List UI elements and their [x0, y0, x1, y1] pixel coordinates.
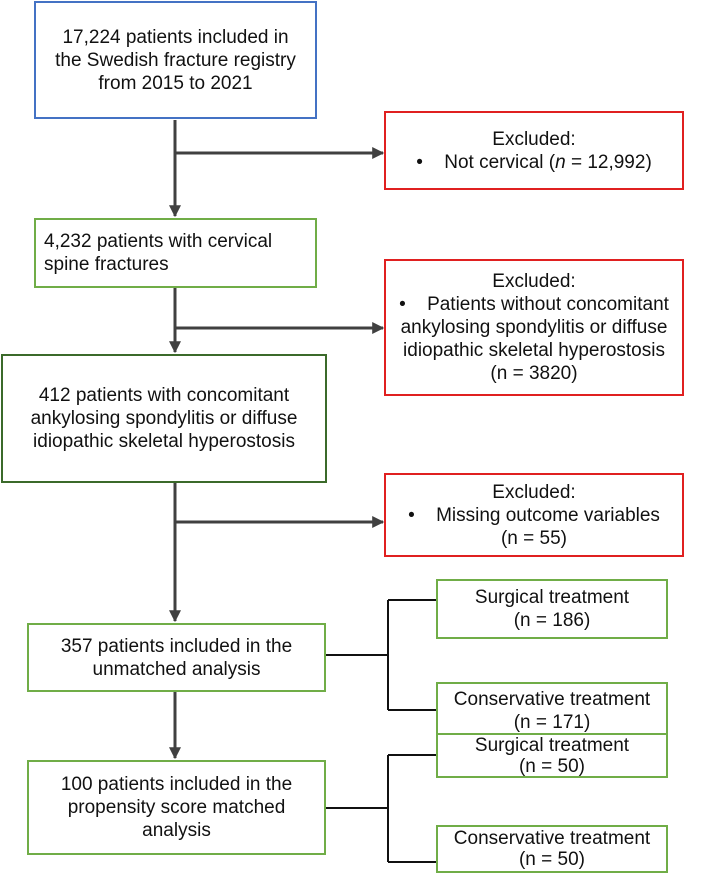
cervical-fractures-box: 4,232 patients with cervical spine fract… [34, 218, 317, 288]
conservative-treatment-unmatched-box: Conservative treatment (n = 171) [436, 682, 668, 740]
excluded-2-line-1: Patients without concomitant [427, 294, 669, 315]
excluded-1-title: Excluded: [492, 128, 576, 150]
excluded-missing-outcome-box: Excluded: • Missing outcome variables (n… [384, 473, 684, 557]
registry-box: 17,224 patients included in the Swedish … [34, 1, 317, 119]
matched-analysis-box: 100 patients included in the propensity … [27, 760, 326, 855]
excluded-2-line-3: idiopathic skeletal hyperostosis [403, 340, 665, 361]
concomitant-line-3: idiopathic skeletal hyperostosis [33, 431, 295, 452]
conservative-2-label: Conservative treatment [453, 828, 651, 849]
surgical-2-count: (n = 50) [518, 755, 585, 777]
excluded-2-bullet-item: • Patients without concomitant [399, 293, 669, 316]
concomitant-line-1: 412 patients with concomitant [38, 385, 290, 406]
cervical-line-2: spine fractures [44, 254, 169, 275]
surgical-treatment-matched-box: Surgical treatment (n = 50) [436, 733, 668, 778]
excluded-1-text-pre: Not cervical ( [444, 151, 556, 173]
excluded-no-as-dish-box: Excluded: • Patients without concomitant… [384, 259, 684, 396]
excluded-3-bullet-item: • Missing outcome variables [408, 504, 660, 527]
registry-line-2: the Swedish fracture registry [55, 49, 296, 71]
excluded-1-n-var: n [555, 151, 566, 173]
conservative-1-label: Conservative treatment [453, 689, 651, 710]
excluded-1-bullet-item: • Not cervical (n = 12,992) [416, 151, 652, 174]
registry-line-3: from 2015 to 2021 [98, 72, 253, 94]
matched-line-1: 100 patients included in the [60, 774, 293, 795]
surgical-1-label: Surgical treatment [474, 587, 630, 608]
surgical-2-label: Surgical treatment [474, 734, 630, 756]
excluded-3-title: Excluded: [492, 481, 576, 503]
excluded-2-title: Excluded: [492, 271, 576, 292]
unmatched-analysis-box: 357 patients included in the unmatched a… [27, 623, 326, 692]
cervical-line-1: 4,232 patients with cervical [44, 231, 273, 252]
matched-line-2: propensity score matched [67, 797, 286, 818]
bullet-1: • [416, 151, 423, 173]
surgical-1-count: (n = 186) [513, 610, 591, 631]
bullet-2: • [399, 294, 406, 315]
conservative-2-count: (n = 50) [518, 849, 585, 870]
conservative-1-count: (n = 171) [513, 712, 591, 733]
matched-line-3: analysis [142, 820, 211, 841]
excluded-2-line-2: ankylosing spondylitis or diffuse [400, 317, 668, 338]
excluded-2-count: (n = 3820) [490, 363, 578, 384]
concomitant-line-2: ankylosing spondylitis or diffuse [30, 408, 298, 429]
excluded-not-cervical-box: Excluded: • Not cervical (n = 12,992) [384, 111, 684, 190]
unmatched-line-1: 357 patients included in the [60, 635, 293, 657]
registry-line-1: 17,224 patients included in [62, 26, 289, 48]
bullet-3: • [408, 504, 415, 526]
surgical-treatment-unmatched-box: Surgical treatment (n = 186) [436, 579, 668, 639]
unmatched-line-2: unmatched analysis [92, 658, 261, 680]
excluded-3-text: Missing outcome variables [436, 504, 660, 526]
conservative-treatment-matched-box: Conservative treatment (n = 50) [436, 825, 668, 873]
concomitant-box: 412 patients with concomitant ankylosing… [1, 354, 327, 483]
excluded-3-count: (n = 55) [500, 527, 567, 549]
excluded-1-text-post: = 12,992) [565, 151, 652, 173]
